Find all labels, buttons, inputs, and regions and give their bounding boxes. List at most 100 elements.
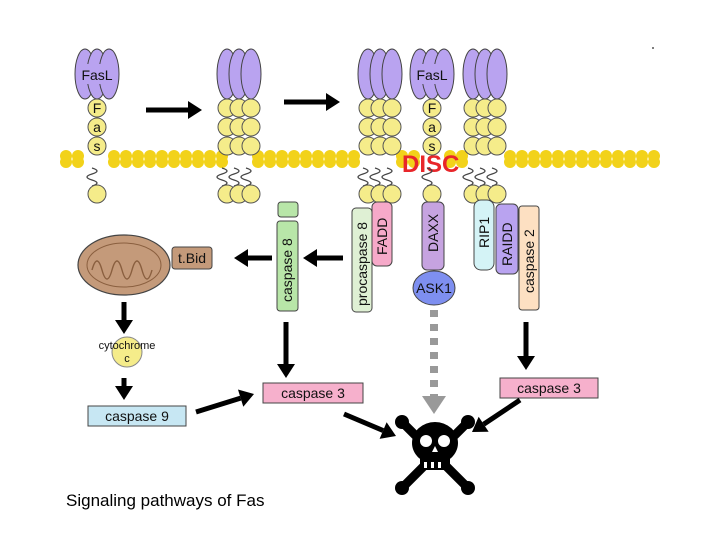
membrane-lipid bbox=[540, 156, 552, 168]
pathway-arrow bbox=[277, 322, 295, 378]
caspase3-right-box: caspase 3 bbox=[499, 377, 599, 399]
membrane-lipid bbox=[72, 156, 84, 168]
fasl-trimer bbox=[216, 48, 262, 100]
membrane-lipid bbox=[408, 156, 420, 168]
membrane-lipid bbox=[312, 156, 324, 168]
membrane-lipid bbox=[120, 156, 132, 168]
fasl-label: FasL bbox=[81, 67, 112, 83]
membrane-lipid bbox=[396, 156, 408, 168]
caspase8-label: caspase 8 bbox=[279, 238, 295, 302]
disc-label: DISC bbox=[402, 151, 459, 178]
membrane-lipid bbox=[648, 156, 660, 168]
caspase2-label: caspase 2 bbox=[521, 229, 537, 293]
cytochrome-c: cytochrome c bbox=[99, 336, 156, 368]
caspase9-box: caspase 9 bbox=[87, 405, 187, 427]
membrane-lipid bbox=[636, 156, 648, 168]
membrane-lipid bbox=[204, 156, 216, 168]
membrane-lipid bbox=[600, 156, 612, 168]
fas-letter: a bbox=[93, 119, 101, 135]
membrane-lipid bbox=[348, 156, 360, 168]
diagram-caption: Signaling pathways of Fas bbox=[66, 491, 264, 510]
caspase3-right-label: caspase 3 bbox=[517, 380, 581, 396]
rip1-bar: RIP1 bbox=[473, 199, 495, 271]
fadd-bar: FADD bbox=[371, 201, 393, 267]
fasl-trimer bbox=[462, 48, 508, 100]
membrane-lipid bbox=[336, 156, 348, 168]
mitochondrion-icon bbox=[77, 234, 171, 296]
membrane-lipid bbox=[252, 156, 264, 168]
membrane-lipid bbox=[552, 156, 564, 168]
pathway-arrow bbox=[195, 389, 254, 415]
membrane-lipid bbox=[216, 156, 228, 168]
membrane-lipid bbox=[60, 156, 72, 168]
fadd-label: FADD bbox=[374, 218, 390, 255]
caspase8-fragment bbox=[277, 201, 299, 218]
fas-letter: F bbox=[428, 100, 437, 116]
pathway-arrow bbox=[115, 302, 133, 334]
fas-receptor bbox=[216, 98, 261, 204]
membrane-lipid bbox=[576, 156, 588, 168]
raidd-label: RAIDD bbox=[499, 222, 515, 266]
pathway-arrow bbox=[146, 101, 202, 119]
cytochrome-c-letter: c bbox=[124, 353, 130, 365]
membrane-lipid bbox=[588, 156, 600, 168]
membrane-lipid bbox=[108, 156, 120, 168]
fas-letter: s bbox=[94, 138, 101, 154]
pathway-arrow bbox=[472, 397, 522, 432]
membrane-lipid bbox=[624, 156, 636, 168]
procaspase8-label: procaspase 8 bbox=[354, 222, 370, 306]
pathway-arrow bbox=[115, 378, 133, 400]
membrane-lipid bbox=[192, 156, 204, 168]
pathway-arrow bbox=[343, 411, 396, 439]
cytochrome-label: cytochrome bbox=[99, 340, 156, 352]
raidd-bar: RAIDD bbox=[495, 203, 519, 275]
procaspase8-bar: procaspase 8 bbox=[351, 207, 373, 313]
rip1-label: RIP1 bbox=[476, 217, 492, 248]
fasl-trimer bbox=[357, 48, 403, 100]
pathway-arrows bbox=[115, 93, 535, 439]
pathway-arrow bbox=[234, 249, 272, 267]
membrane-lipid bbox=[144, 156, 156, 168]
membrane-lipid bbox=[300, 156, 312, 168]
membrane-lipid bbox=[168, 156, 180, 168]
fas-letter: s bbox=[429, 138, 436, 154]
membrane-lipid bbox=[276, 156, 288, 168]
ask1-node: ASK1 bbox=[412, 270, 456, 306]
membrane-lipid bbox=[288, 156, 300, 168]
tbid-label: t.Bid bbox=[178, 250, 206, 266]
membrane-lipid bbox=[264, 156, 276, 168]
fasl-label: FasL bbox=[416, 67, 447, 83]
fasl-trimer: FasL bbox=[74, 48, 120, 100]
stray-dot bbox=[652, 47, 654, 49]
membrane-lipid bbox=[132, 156, 144, 168]
membrane-lipid bbox=[504, 156, 516, 168]
membrane-lipid bbox=[516, 156, 528, 168]
membrane-lipid bbox=[324, 156, 336, 168]
caspase3-left-box: caspase 3 bbox=[262, 382, 364, 404]
fas-receptor bbox=[462, 98, 507, 204]
daxx-label: DAXX bbox=[425, 213, 441, 252]
pathway-arrow bbox=[422, 310, 446, 414]
caspase3-left-label: caspase 3 bbox=[281, 385, 345, 401]
caspase8-bar: caspase 8 bbox=[276, 220, 299, 312]
caspase2-bar: caspase 2 bbox=[518, 205, 540, 311]
fas-receptor: Fas bbox=[86, 98, 107, 204]
pathway-arrow bbox=[303, 249, 343, 267]
fas-letter: F bbox=[93, 100, 102, 116]
skull-crossbones-icon bbox=[395, 415, 475, 495]
membrane-lipid bbox=[444, 156, 456, 168]
pathway-arrow bbox=[517, 322, 535, 370]
fas-letter: a bbox=[428, 119, 436, 135]
membrane-lipid bbox=[180, 156, 192, 168]
fasl-trimer: FasL bbox=[409, 48, 455, 100]
membrane-lipid bbox=[612, 156, 624, 168]
membrane-lipid bbox=[456, 156, 468, 168]
daxx-bar: DAXX bbox=[421, 201, 445, 271]
fas-receptor: Fas bbox=[421, 98, 442, 204]
membrane-lipid bbox=[156, 156, 168, 168]
membrane-lipid bbox=[528, 156, 540, 168]
ask1-label: ASK1 bbox=[416, 280, 452, 296]
